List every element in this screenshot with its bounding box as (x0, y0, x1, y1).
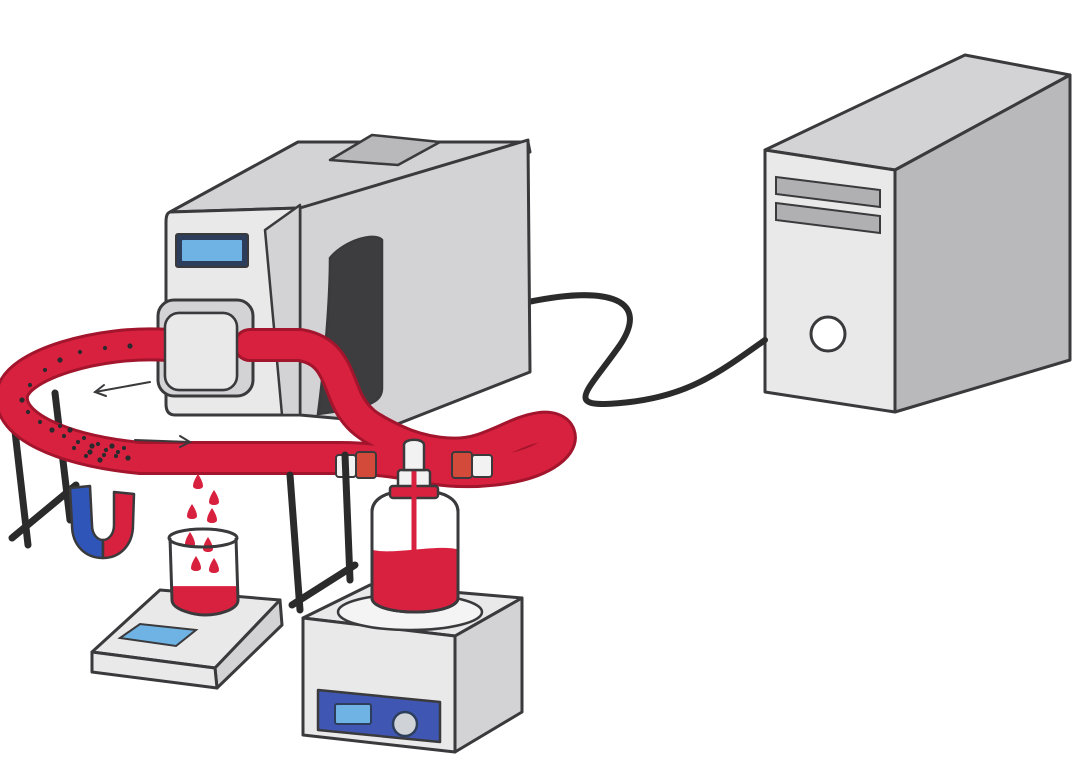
nanoparticle-dot (121, 445, 127, 451)
nanoparticle-dot (67, 427, 73, 433)
tubing-body (0, 330, 574, 486)
nanoparticle-dot (115, 449, 121, 455)
nanoparticle-dot (37, 419, 43, 425)
power-button-icon (809, 315, 847, 353)
tube-connector-right (451, 451, 493, 479)
beaker-icon (167, 527, 240, 617)
beaker-rim (167, 527, 239, 549)
stirrer-knob-icon (391, 710, 419, 738)
nanoparticle-dot (77, 349, 83, 355)
nanoparticle-dot (71, 445, 77, 451)
horseshoe-magnet-icon (68, 484, 136, 560)
stirrer-display (334, 703, 372, 725)
tubing-loop-icon (0, 311, 577, 489)
nanoparticle-dot (81, 435, 87, 441)
computer-drive-bay-2 (775, 201, 881, 235)
computer-drive-bay-1 (775, 175, 881, 209)
nanoparticle-dot (87, 449, 93, 455)
pump-display-lcd (182, 240, 242, 261)
pump-handle-recess (328, 133, 442, 167)
blood-drop-icon (209, 490, 219, 505)
nanoparticle-dot (127, 343, 133, 349)
blood-drop-icon (203, 537, 213, 552)
blood-drop-icon (207, 508, 217, 523)
nanoparticle-dot (27, 382, 33, 388)
blood-drop-icon (191, 556, 201, 571)
blood-drop-icon (185, 532, 195, 547)
nanoparticle-dot (57, 357, 63, 363)
nanoparticle-dot (57, 423, 63, 429)
nanoparticle-dot (102, 345, 108, 351)
nanoparticle-dot (25, 409, 31, 415)
nanoparticle-dot (125, 455, 131, 461)
computer-tower-icon (763, 53, 1072, 414)
clamp-stand-icon-right (286, 451, 359, 614)
nanoparticle-dot (49, 427, 55, 433)
particle-cluster (19, 343, 133, 463)
nanoparticle-dot (95, 441, 101, 447)
flow-arrow-icon-lower (134, 435, 193, 448)
nanoparticle-dot (97, 457, 103, 463)
nanoparticle-dot (89, 443, 95, 449)
magnetic-stirrer-icon (301, 583, 524, 754)
beaker-liquid (172, 586, 238, 615)
nanoparticle-dot (61, 433, 67, 439)
nanoparticle-dot (19, 397, 25, 403)
beaker-glass (168, 537, 240, 617)
nanoparticle-dot (109, 443, 115, 449)
tube-t-connector (402, 438, 426, 472)
balance-display (117, 622, 199, 648)
magnet-blue-pole (68, 484, 105, 560)
blood-drop-group (185, 474, 219, 573)
reservoir-bottle-icon (370, 438, 460, 614)
nanoparticle-dot (42, 367, 48, 373)
nanoparticle-dot (103, 447, 109, 453)
blood-drop-icon (187, 504, 197, 519)
magnet-red-pole (101, 490, 136, 560)
nanoparticle-dot (75, 439, 81, 445)
nanoparticle-dot (83, 453, 89, 459)
nanoparticle-dot (101, 452, 107, 458)
pump-head-front (163, 311, 239, 392)
data-cable-icon (525, 292, 768, 408)
flow-arrow-icon-upper (92, 381, 151, 397)
blood-drop-icon (193, 474, 203, 489)
balance-front (90, 650, 219, 690)
blood-drop-icon (209, 558, 219, 573)
nanoparticle-dot (113, 453, 119, 459)
